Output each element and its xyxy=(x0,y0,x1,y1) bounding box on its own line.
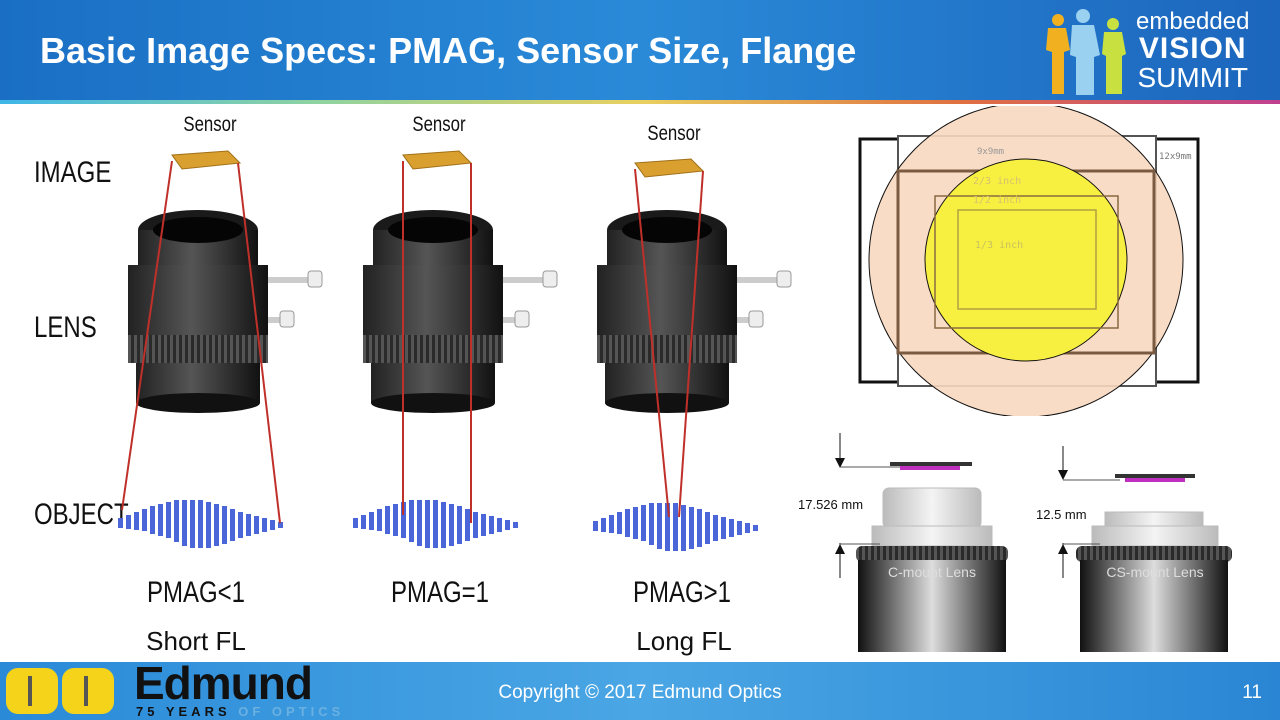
pmag-diagram-long-fl xyxy=(593,158,792,551)
edmund-wordmark: Edmund xyxy=(134,657,313,709)
flange-diagram xyxy=(835,433,1232,652)
sensor-rect-1-3-inch xyxy=(957,209,1097,310)
pmag-label-1: PMAG<1 xyxy=(146,576,246,609)
pmag-diagram-short-fl xyxy=(118,150,323,548)
pmag-label-2: PMAG=1 xyxy=(390,576,490,609)
page-number: 11 xyxy=(1242,682,1262,703)
label-object: OBJECT xyxy=(34,498,129,531)
event-logo-line3: SUMMIT xyxy=(1137,62,1248,93)
object-grid-icon xyxy=(353,500,518,548)
label-9x9: 9x9mm xyxy=(977,147,1005,157)
sensor-label-3: Sensor xyxy=(647,122,701,145)
cs-mount-flange-distance: 12.5 mm xyxy=(1036,507,1087,522)
sensor-icon xyxy=(634,158,705,178)
pmag-diagram-equal xyxy=(353,150,558,548)
label-1-2-inch: 1/2 inch xyxy=(973,195,1022,206)
slide-footer xyxy=(0,662,1280,720)
edmund-tagline: 75 YEARS OF OPTICS xyxy=(136,705,344,719)
edmund-logo-icon xyxy=(6,668,114,714)
object-grid-icon xyxy=(118,500,283,548)
focal-length-label-1: Short FL xyxy=(146,626,246,656)
copyright-text: Copyright © 2017 Edmund Optics xyxy=(498,682,782,703)
label-lens: LENS xyxy=(34,311,97,344)
ray-line xyxy=(634,168,670,518)
label-1-3-inch: 1/3 inch xyxy=(975,240,1024,251)
cs-mount-label: CS-mount Lens xyxy=(1106,564,1204,580)
c-mount-lens-drawing xyxy=(835,433,1008,652)
ray-line xyxy=(121,160,173,511)
slide-title: Basic Image Specs: PMAG, Sensor Size, Fl… xyxy=(40,30,857,71)
pmag-label-3: PMAG>1 xyxy=(632,576,732,609)
object-grid-icon xyxy=(593,503,758,551)
sensor-size-diagram xyxy=(858,106,1200,416)
lens-icon xyxy=(363,209,558,414)
header-divider xyxy=(0,100,1280,104)
c-mount-label: C-mount Lens xyxy=(888,564,976,580)
tagline-optics: OF OPTICS xyxy=(238,704,345,719)
sensor-icon xyxy=(171,150,242,170)
label-12x9: 12x9mm xyxy=(1159,152,1192,162)
ray-line xyxy=(678,170,704,518)
sensor-label-1: Sensor xyxy=(183,113,237,136)
ray-line xyxy=(237,162,281,524)
event-logo: embedded VISION SUMMIT xyxy=(1136,10,1249,92)
focal-length-label-3: Long FL xyxy=(636,626,732,656)
c-mount-flange-distance: 17.526 mm xyxy=(798,497,864,512)
sensor-label-2: Sensor xyxy=(412,113,466,136)
label-2-3-inch: 2/3 inch xyxy=(973,176,1022,187)
event-logo-line2: VISION xyxy=(1138,32,1247,65)
sensor-icon xyxy=(402,150,473,170)
sensor-rect-1-2-inch xyxy=(934,195,1119,329)
cs-mount-lens-drawing xyxy=(1058,446,1232,652)
event-logo-line1: embedded xyxy=(1136,8,1250,35)
tagline-years: 75 YEARS xyxy=(136,704,231,719)
label-image: IMAGE xyxy=(34,156,112,189)
event-logo-people-icon xyxy=(1046,9,1126,95)
lens-icon xyxy=(128,209,323,414)
